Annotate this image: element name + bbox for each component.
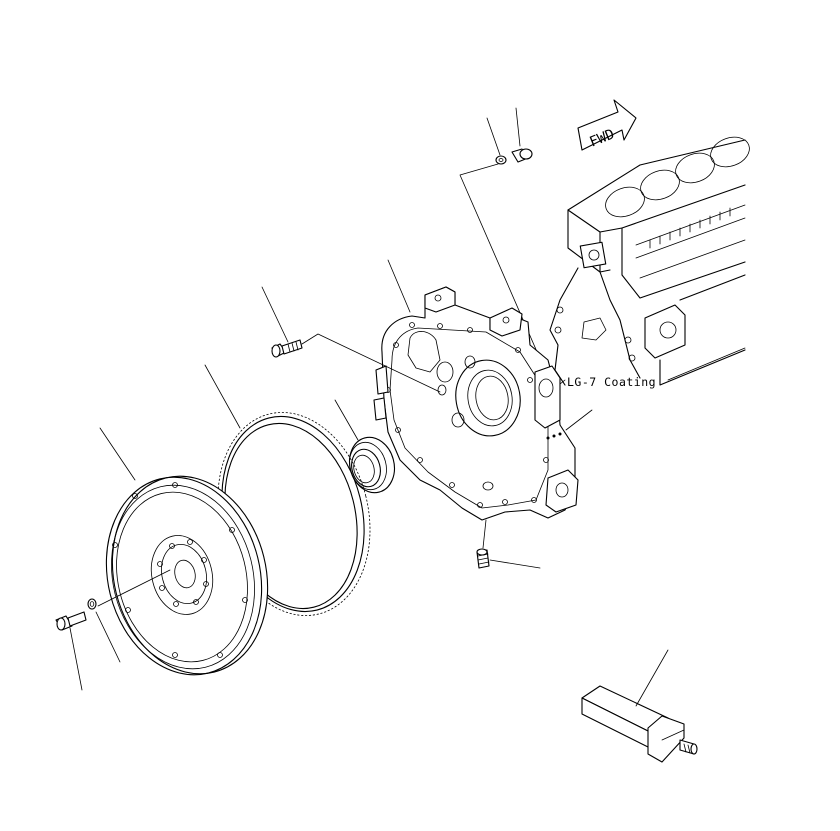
top-washer [495, 155, 507, 165]
oil-seal [348, 436, 396, 494]
flywheel-housing [373, 286, 579, 521]
forward-arrow: FWD [577, 99, 637, 151]
top-plug [511, 148, 533, 163]
flywheel [105, 475, 269, 676]
engine-block [549, 136, 750, 386]
alignment-tool [581, 685, 698, 763]
mounting-bolt [271, 339, 303, 358]
coating-note: LG-7 Coating [567, 375, 656, 389]
dowel-pin [476, 548, 490, 569]
flywheel-washer [87, 598, 97, 610]
flywheel-bolt [55, 611, 87, 631]
